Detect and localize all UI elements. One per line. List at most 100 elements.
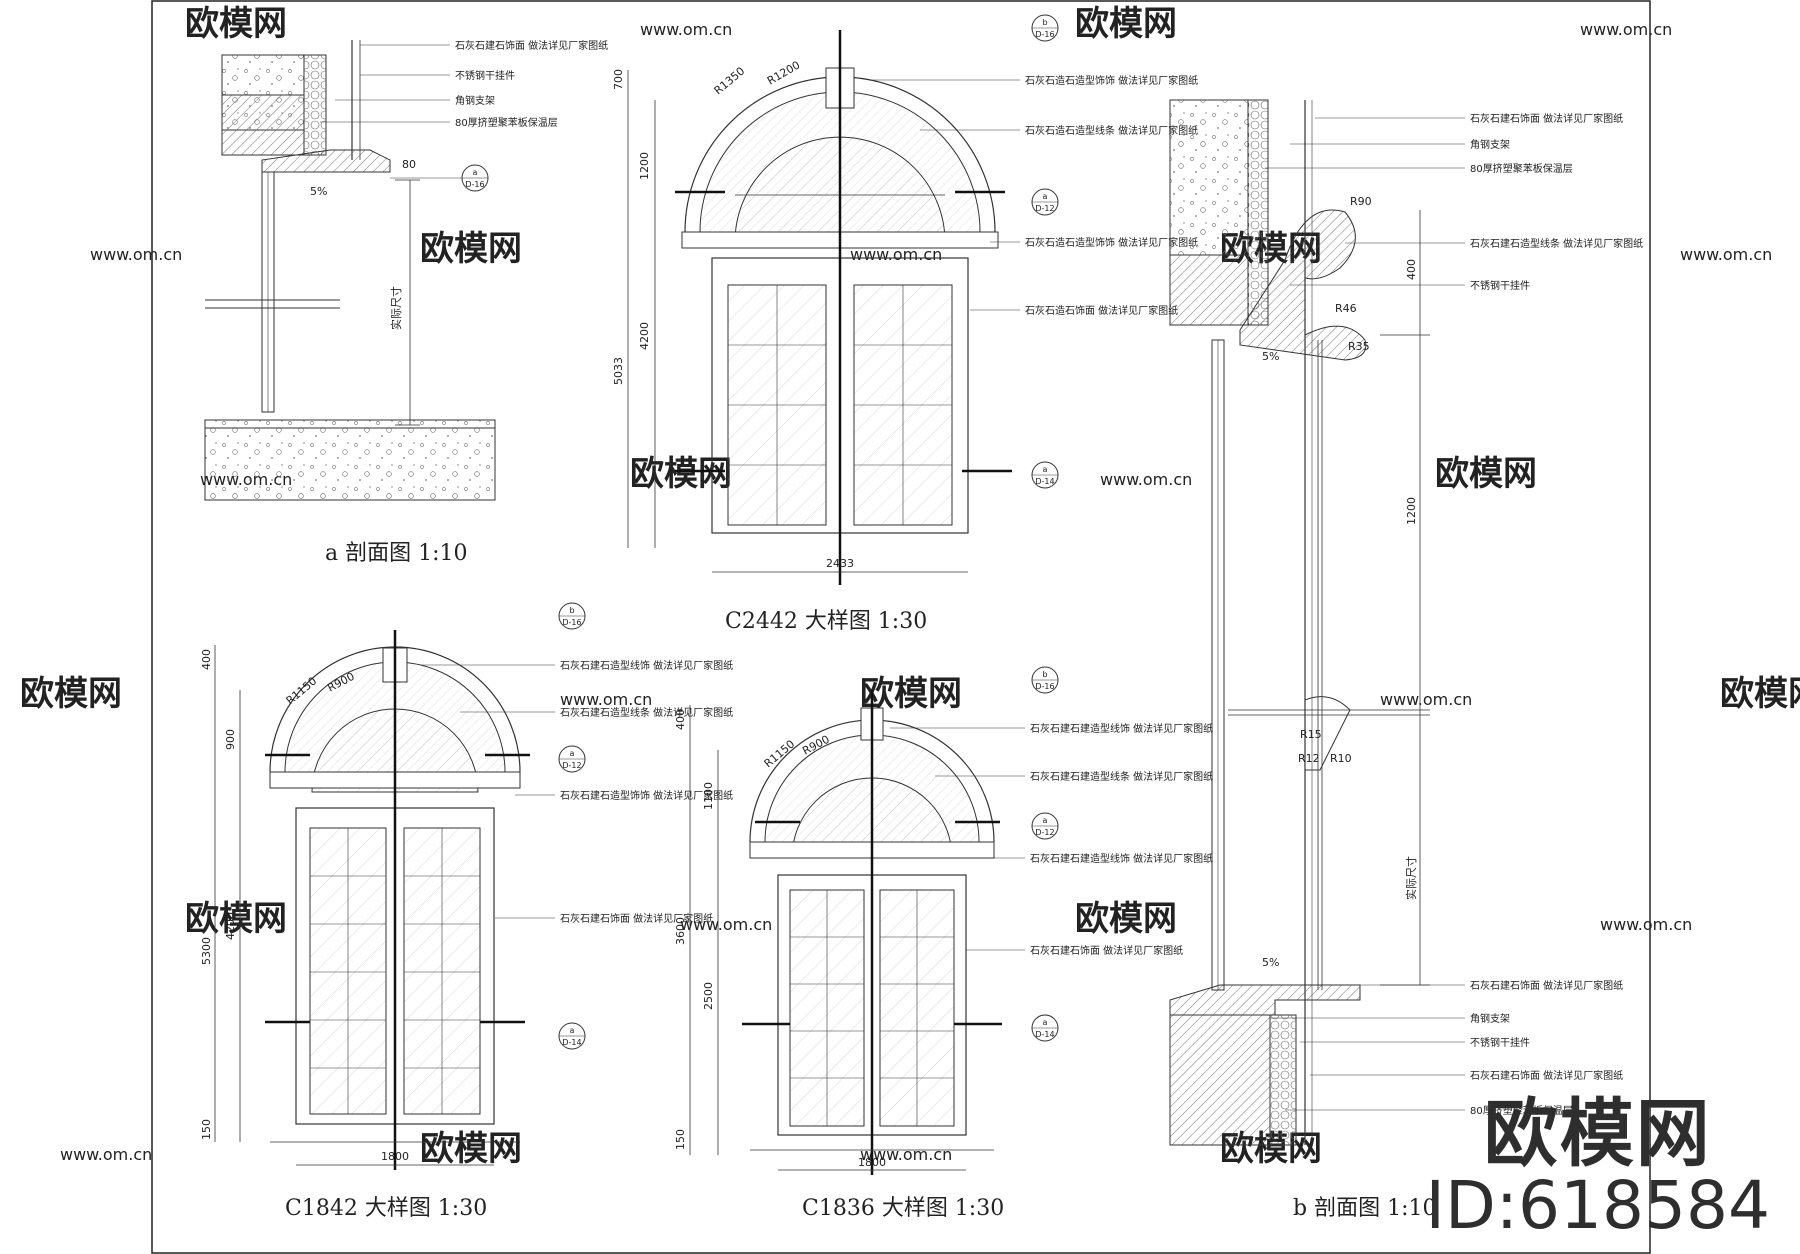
c1842-note-1: 石灰石建石造型线饰 做法详见厂家图纸 <box>560 659 733 672</box>
c1842-drawing: b D-16 a D-12 a D-14 石灰石建石造型线饰 做法详见厂家图纸 … <box>200 602 733 1221</box>
watermark-url: www.om.cn <box>640 20 732 39</box>
c1842-note-4: 石灰石建石饰面 做法详见厂家图纸 <box>560 912 713 925</box>
c1836-title: C1836 大样图 1:30 <box>802 1196 1004 1221</box>
section-b-note-bottom-2: 角钢支架 <box>1470 1012 1510 1025</box>
brand-logo-id: ID:618584 <box>1425 1166 1770 1244</box>
c1836-note-4: 石灰石建石饰面 做法详见厂家图纸 <box>1030 944 1183 957</box>
section-a-tag-top: a <box>473 168 478 177</box>
section-a-slope: 5% <box>310 185 327 198</box>
brand-logo-name: 欧模网 <box>1483 1090 1712 1177</box>
section-b-drawing: 石灰石建石饰面 做法详见厂家图纸 角钢支架 80厚挤塑聚苯板保温层 石灰石建石造… <box>1169 99 1643 1221</box>
c1836-tag-1-top: b <box>1042 670 1047 679</box>
c2442-note-2: 石灰石造石造型线条 做法详见厂家图纸 <box>1025 124 1198 137</box>
section-a-drawing: a D-16 石灰石建石饰面 做法详见厂家图纸 不锈钢干挂件 角钢支架 80厚挤… <box>204 39 608 566</box>
c1842-tag-2-top: a <box>570 749 575 758</box>
section-b-radius-35: R35 <box>1348 340 1370 353</box>
section-b-radius-90: R90 <box>1350 195 1372 208</box>
c2442-dim-width: 2433 <box>826 557 854 570</box>
c2442-note-4: 石灰石造石饰面 做法详见厂家图纸 <box>1025 304 1178 317</box>
watermark-url: www.om.cn <box>1680 245 1772 264</box>
c1836-dim-150: 150 <box>674 1129 687 1150</box>
section-a-tag-bottom: D-16 <box>465 180 484 189</box>
watermark-brand: 欧模网 <box>185 899 287 939</box>
watermark-brand: 欧模网 <box>1435 454 1537 494</box>
c1842-tag-1-top: b <box>569 606 574 615</box>
watermark-url: www.om.cn <box>60 1145 152 1164</box>
c1836-dim-400: 400 <box>674 709 687 730</box>
c2442-note-1: 石灰石造石造型饰饰 做法详见厂家图纸 <box>1025 74 1198 87</box>
section-b-note-bottom-1: 石灰石建石饰面 做法详见厂家图纸 <box>1470 979 1623 992</box>
c1836-tag-2-bottom: D-12 <box>1035 828 1054 837</box>
c2442-drawing: b D-16 a D-12 a D-14 石灰石造石造型饰饰 做法详见厂家图纸 … <box>612 14 1198 634</box>
c2442-note-3: 石灰石造石造型饰饰 做法详见厂家图纸 <box>1025 236 1198 249</box>
watermark-url: www.om.cn <box>680 915 772 934</box>
c1842-dim-4200: 4200 <box>224 912 237 940</box>
watermark-url: www.om.cn <box>90 245 182 264</box>
section-b-note-top-2: 角钢支架 <box>1470 138 1510 151</box>
watermark-url: www.om.cn <box>560 690 652 709</box>
c1836-tag-3-top: a <box>1043 1018 1048 1027</box>
c1836-note-1: 石灰石建石建造型线饰 做法详见厂家图纸 <box>1030 722 1213 735</box>
c2442-tag-3-bottom: D-14 <box>1035 477 1054 486</box>
watermark-url: www.om.cn <box>1100 470 1192 489</box>
c2442-tag-2-bottom: D-12 <box>1035 204 1054 213</box>
section-b-radius-12: R12 <box>1298 752 1320 765</box>
c1842-tag-1-bottom: D-16 <box>562 618 581 627</box>
watermark-brand: 欧模网 <box>860 674 962 714</box>
sheet-frame <box>151 0 1651 1254</box>
c1836-tag-1-bottom: D-16 <box>1035 682 1054 691</box>
watermark-brand: 欧模网 <box>1720 674 1800 714</box>
c2442-radius-outer: R1350 <box>712 64 748 97</box>
section-b-dim-400: 400 <box>1405 259 1418 280</box>
section-a-insulation <box>303 54 327 156</box>
brand-logo: 欧模网 ID:618584 <box>1426 1097 1770 1240</box>
section-b-note-top-3: 80厚挤塑聚苯板保温层 <box>1470 162 1573 175</box>
section-a-note-1: 石灰石建石饰面 做法详见厂家图纸 <box>455 39 608 52</box>
c1842-title: C1842 大样图 1:30 <box>285 1196 487 1221</box>
watermark-brand: 欧模网 <box>1075 899 1177 939</box>
section-b-sill-profile <box>1169 984 1361 1016</box>
c2442-dim-5033: 5033 <box>612 357 625 385</box>
c1842-dim-150: 150 <box>200 1119 213 1140</box>
c1842-tag-2-bottom: D-12 <box>562 761 581 770</box>
section-b-radius-10: R10 <box>1330 752 1352 765</box>
c1842-dim-5300: 5300 <box>200 937 213 965</box>
c2442-tag-1-bottom: D-16 <box>1035 30 1054 39</box>
section-b-wall-bottom <box>1169 1014 1271 1146</box>
section-a-title: a 剖面图 1:10 <box>325 541 468 566</box>
c1836-dim-2500: 2500 <box>702 982 715 1010</box>
c2442-title: C2442 大样图 1:30 <box>725 609 927 634</box>
c1836-radius-outer: R1150 <box>762 737 798 770</box>
c1842-tag-3-bottom: D-14 <box>562 1038 581 1047</box>
watermark-url: www.om.cn <box>850 245 942 264</box>
watermark-brand: 欧模网 <box>20 674 122 714</box>
c1836-tag-2-top: a <box>1043 816 1048 825</box>
section-b-note-bottom-5: 80厚挤塑聚苯板保温层 <box>1470 1104 1573 1117</box>
c1842-dim-900: 900 <box>224 729 237 750</box>
section-a-wall-hatch <box>221 94 305 156</box>
section-b-radius-15: R15 <box>1300 728 1322 741</box>
watermark-url: www.om.cn <box>1580 20 1672 39</box>
c2442-tag-1-top: b <box>1042 18 1047 27</box>
section-a-dim-actual: 实际尺寸 <box>389 286 403 330</box>
section-b-mid-molding <box>1304 696 1351 771</box>
section-a-dim-80: 80 <box>402 158 416 171</box>
c1836-note-2: 石灰石建石建造型线条 做法详见厂家图纸 <box>1030 770 1213 783</box>
c1842-note-2: 石灰石建石造型线条 做法详见厂家图纸 <box>560 706 733 719</box>
c1836-dim-3600: 3600 <box>674 917 687 945</box>
watermark-brand: 欧模网 <box>630 454 732 494</box>
c1836-drawing: b D-16 a D-12 a D-14 石灰石建石建造型线饰 做法详见厂家图纸… <box>674 666 1213 1221</box>
section-a-note-3: 角钢支架 <box>455 94 495 107</box>
section-b-note-bottom-4: 石灰石建石饰面 做法详见厂家图纸 <box>1470 1069 1623 1082</box>
section-b-insulation-bottom <box>1269 1014 1297 1146</box>
section-b-slope-bottom: 5% <box>1262 956 1279 969</box>
c1842-dim-width: 1800 <box>381 1150 409 1163</box>
section-b-radius-46: R46 <box>1335 302 1357 315</box>
section-b-title: b 剖面图 1:10 <box>1293 1196 1436 1221</box>
section-b-note-bottom-3: 不锈钢干挂件 <box>1470 1036 1530 1049</box>
c1836-tag-3-bottom: D-14 <box>1035 1030 1054 1039</box>
c2442-dim-700: 700 <box>612 69 625 90</box>
section-b-wall-concrete <box>1169 99 1249 256</box>
watermark-brand: 欧模网 <box>185 4 287 44</box>
